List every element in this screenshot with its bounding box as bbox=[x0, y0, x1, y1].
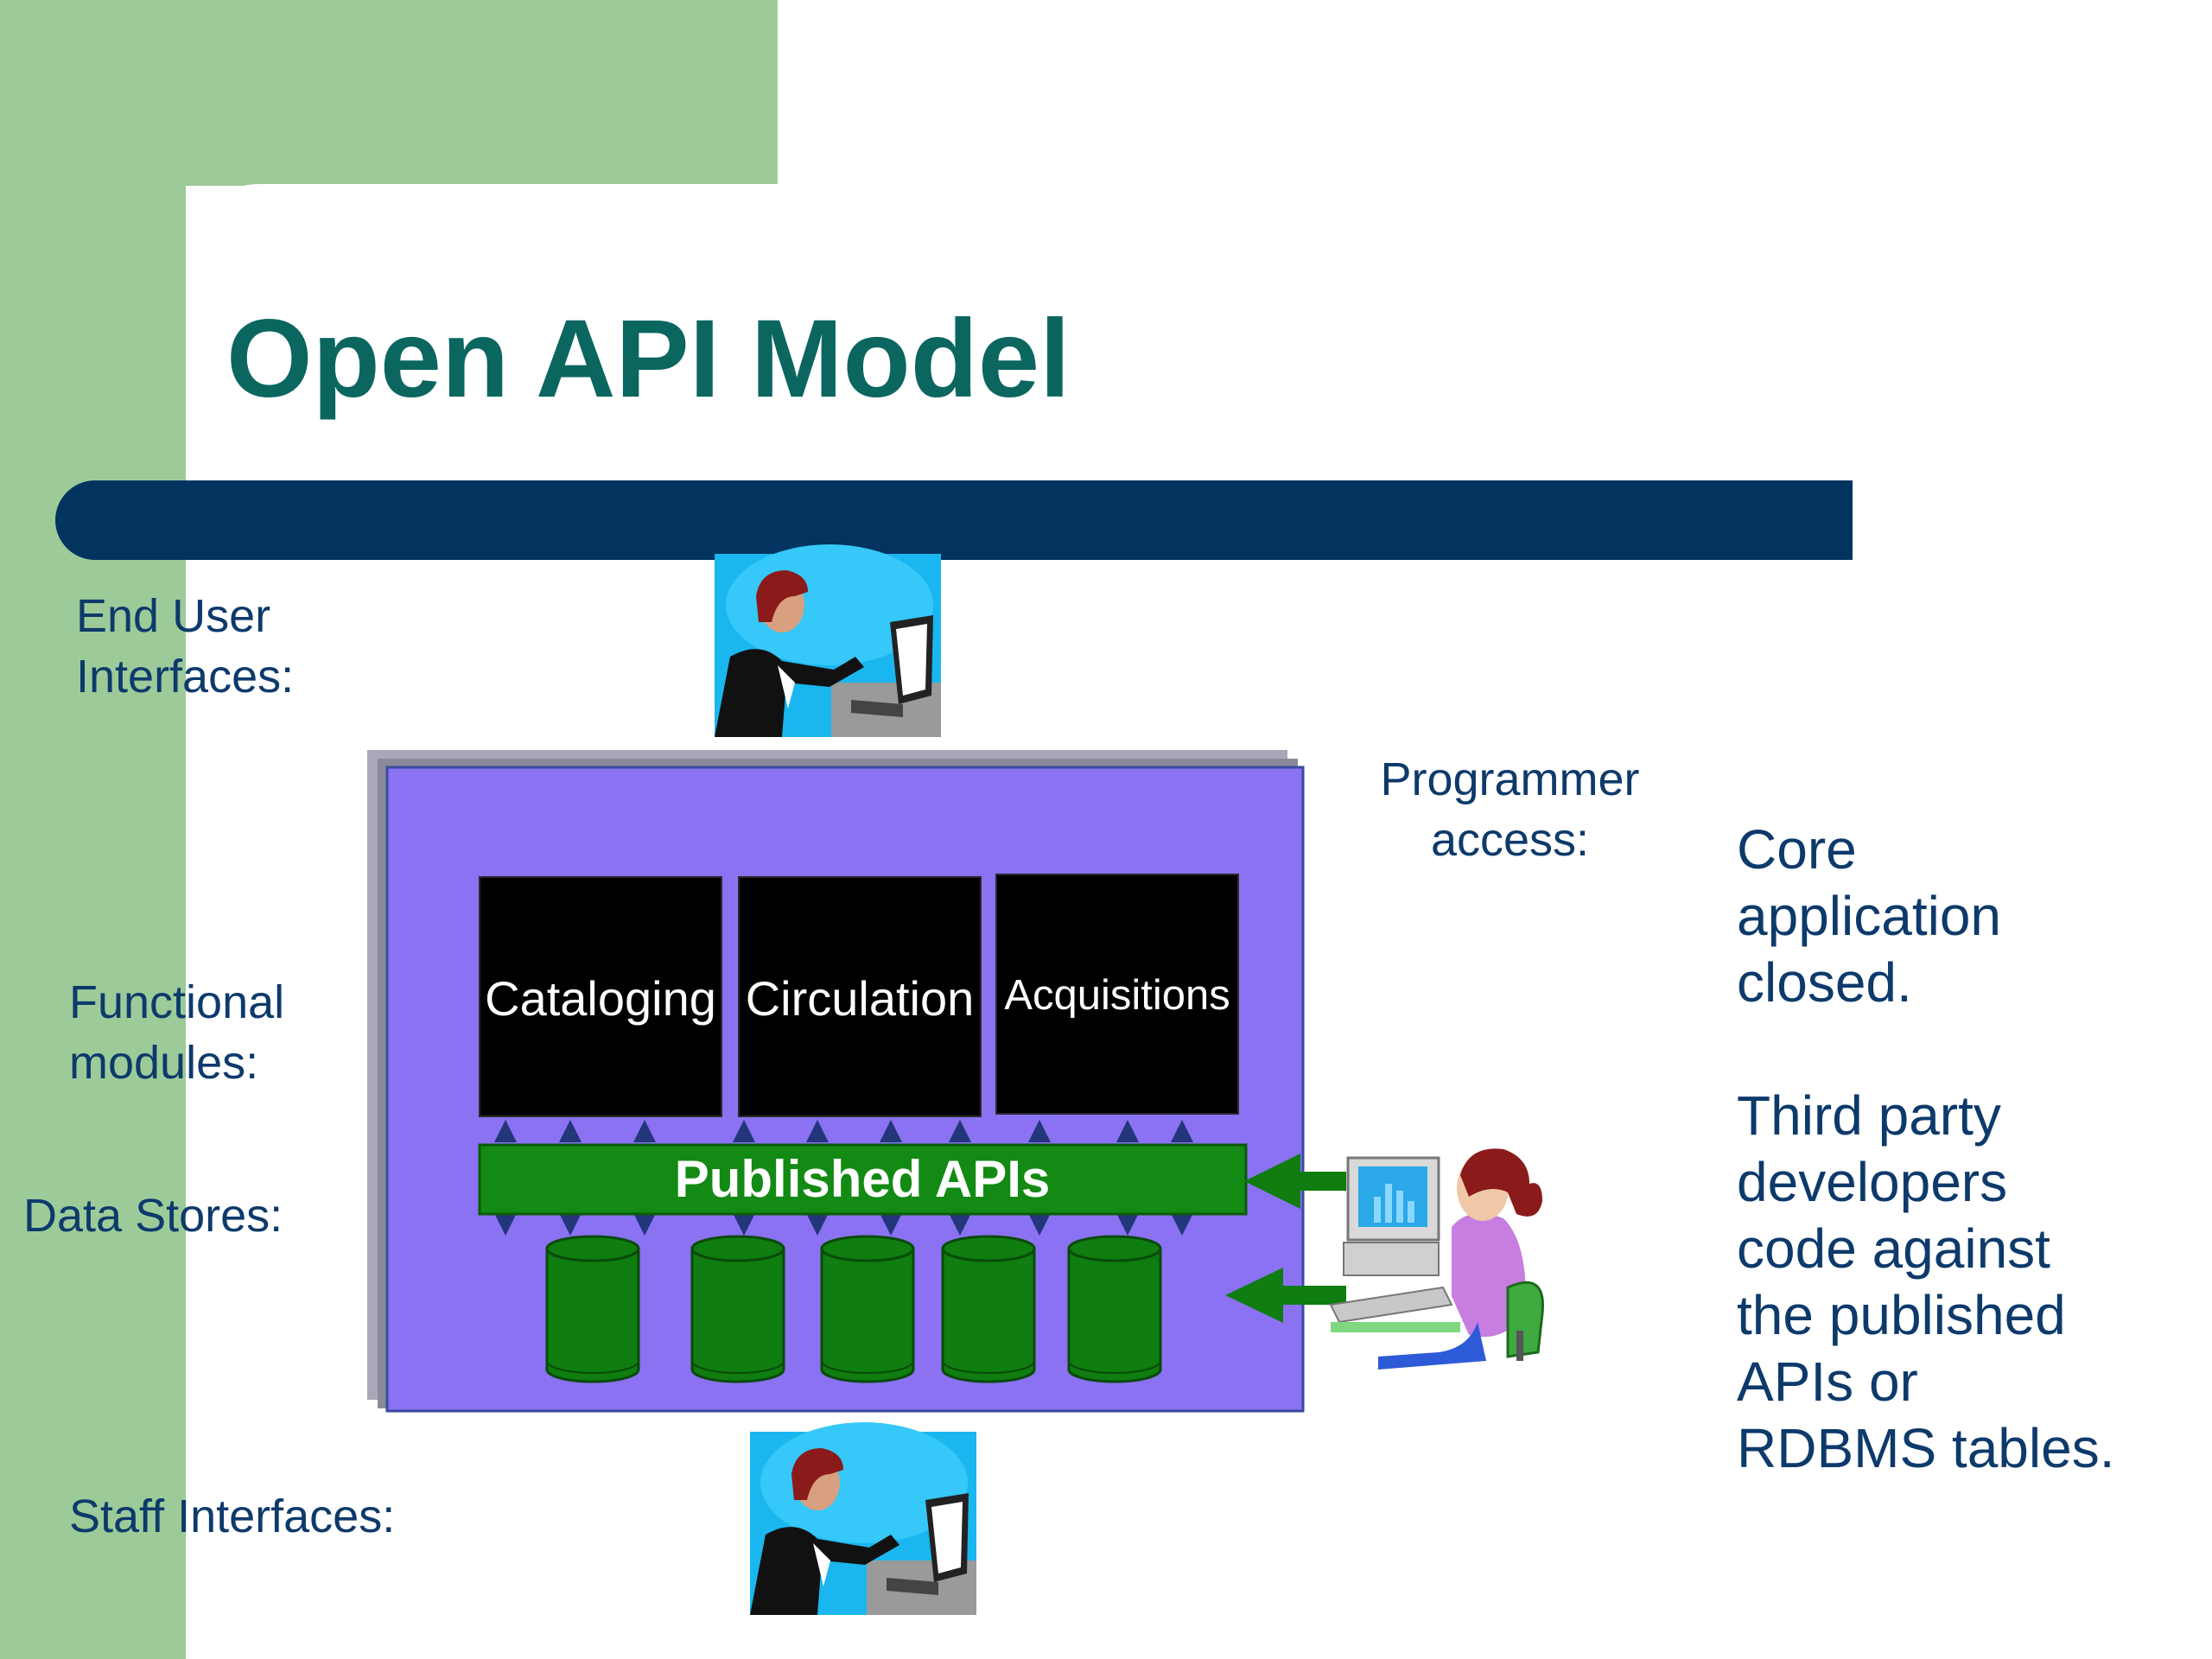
programmer-access-label: Programmer access: bbox=[1380, 753, 1640, 866]
background-green-strip bbox=[0, 0, 186, 1659]
data-stores-group bbox=[545, 1235, 1162, 1383]
data-store-cylinder bbox=[820, 1235, 915, 1383]
end-user-icon bbox=[715, 544, 941, 737]
data-store-cylinder bbox=[1067, 1235, 1162, 1383]
data-store-cylinder bbox=[690, 1235, 785, 1383]
slide-title: Open API Model bbox=[226, 297, 1071, 421]
module-label-acquisitions: Acquisitions bbox=[1004, 972, 1230, 1019]
data-store-cylinder bbox=[545, 1235, 640, 1383]
end-user-interfaces-label: End User Interfaces: bbox=[76, 590, 295, 702]
functional-modules-label: Functional modules: bbox=[69, 976, 285, 1089]
module-label-circulation: Circulation bbox=[746, 971, 975, 1026]
core-closed-note: Core application closed. bbox=[1737, 818, 2001, 1014]
module-box-acquisitions bbox=[995, 874, 1239, 1115]
programmer-access-arrows bbox=[1225, 1154, 1346, 1323]
programmer-icon bbox=[1329, 1148, 1544, 1370]
staff-icon bbox=[750, 1422, 976, 1615]
staff-interfaces-label: Staff Interfaces: bbox=[69, 1491, 396, 1542]
module-api-arrows bbox=[494, 1120, 1193, 1142]
data-stores-label: Data Stores: bbox=[23, 1190, 283, 1242]
side-notes: Core application closed. Third party dev… bbox=[1737, 817, 2203, 1548]
published-apis-label: Published APIs bbox=[675, 1150, 1051, 1208]
module-label-cataloging: Cataloging bbox=[485, 971, 716, 1026]
module-box-cataloging bbox=[479, 876, 722, 1117]
title-underline-bar bbox=[55, 480, 1853, 560]
module-box-circulation bbox=[738, 876, 982, 1117]
third-party-note: Third party developers code against the … bbox=[1737, 1084, 2115, 1479]
published-apis-bar bbox=[478, 1143, 1248, 1216]
api-store-arrows bbox=[494, 1213, 1193, 1236]
data-store-cylinder bbox=[941, 1235, 1036, 1383]
